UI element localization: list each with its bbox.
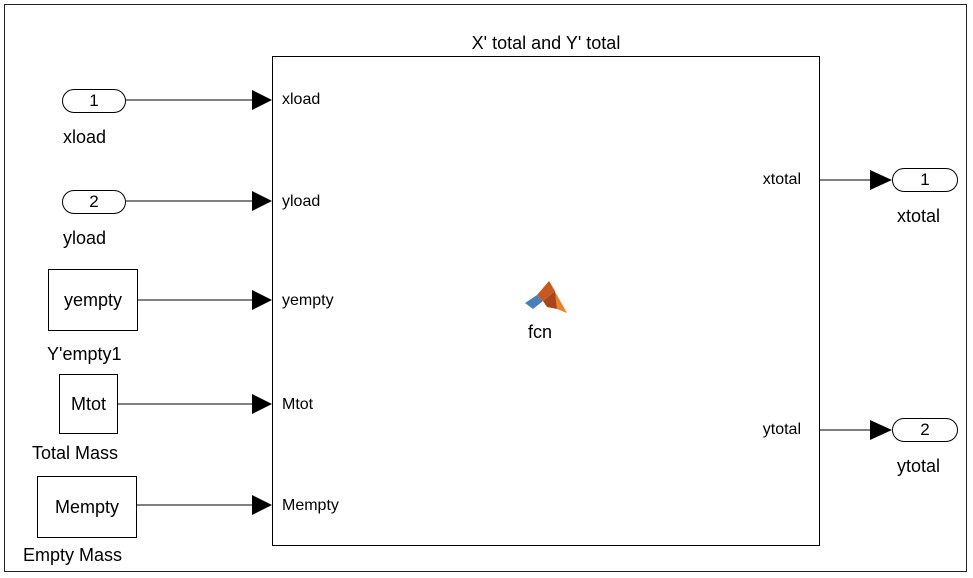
constant-mtot[interactable]: Mtot <box>59 374 118 434</box>
block-output-xtotal: xtotal <box>762 171 801 188</box>
constant-label-mtot: Total Mass <box>32 443 119 463</box>
matlab-logo-icon <box>525 281 567 313</box>
inport-label-yload: yload <box>63 228 107 248</box>
inport-yload[interactable]: 2 <box>62 190 126 214</box>
diagram-frame <box>4 4 967 572</box>
block-input-yempty: yempty <box>282 292 334 309</box>
arrow-mtot <box>252 394 272 414</box>
outport-label-xtotal: xtotal <box>897 206 941 226</box>
arrow-xload <box>252 90 272 110</box>
block-input-mempty: Mempty <box>282 497 339 514</box>
block-title: X' total and Y' total <box>471 33 621 53</box>
outport-label-ytotal: ytotal <box>897 456 941 476</box>
block-input-xload: xload <box>282 91 321 108</box>
function-name: fcn <box>528 322 553 342</box>
inport-label-xload: xload <box>63 127 107 147</box>
constant-yempty[interactable]: yempty <box>48 269 138 331</box>
arrow-ytotal <box>870 420 892 440</box>
arrow-xtotal <box>870 170 892 190</box>
block-output-ytotal: ytotal <box>762 421 801 438</box>
outport-ytotal[interactable]: 2 <box>892 418 958 442</box>
arrow-yempty <box>252 290 272 310</box>
outport-xtotal[interactable]: 1 <box>892 168 958 192</box>
constant-mempty[interactable]: Mempty <box>37 476 137 538</box>
arrow-yload <box>252 191 272 211</box>
block-input-mtot: Mtot <box>282 396 314 413</box>
constant-label-yempty: Y'empty1 <box>47 344 122 364</box>
constant-label-mempty: Empty Mass <box>23 545 123 565</box>
inport-xload[interactable]: 1 <box>62 89 126 113</box>
arrow-mempty <box>252 495 272 515</box>
block-input-yload: yload <box>282 193 321 210</box>
